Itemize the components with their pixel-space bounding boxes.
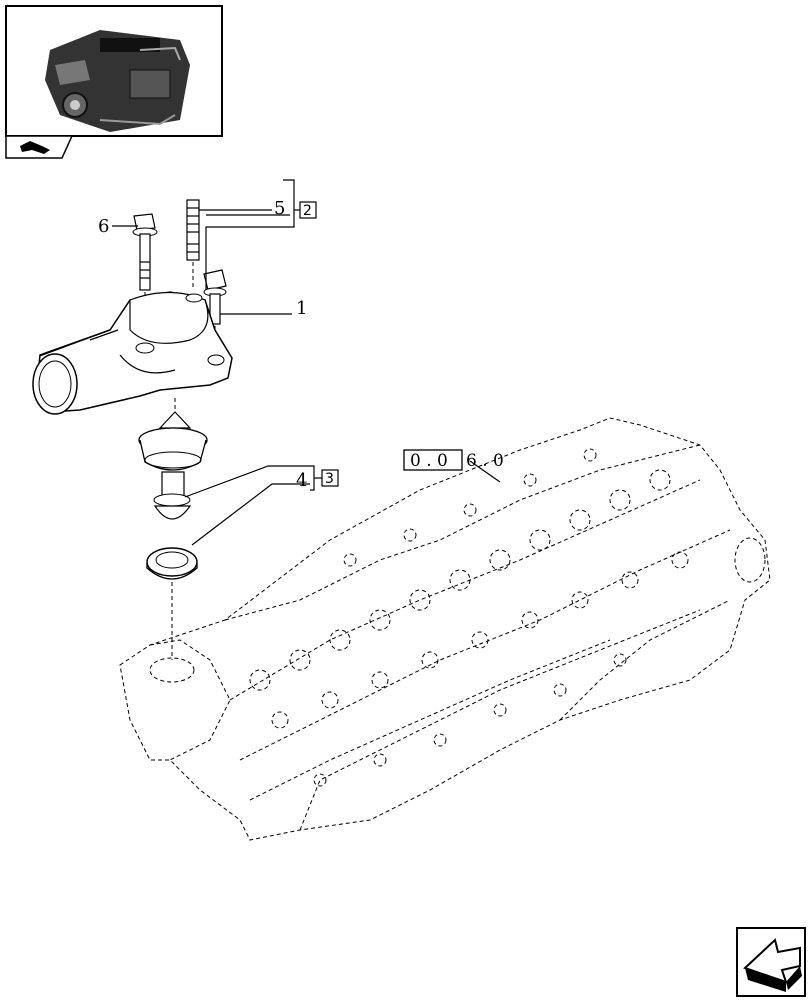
leader-lines bbox=[112, 179, 501, 546]
section-ref-rest[interactable]: 6 . 0 bbox=[466, 451, 504, 471]
ref-box-3 bbox=[321, 469, 339, 487]
section-ref-box bbox=[403, 449, 463, 471]
seal-ring-part bbox=[146, 547, 198, 660]
stud-part-5 bbox=[186, 199, 200, 290]
book-badge-icon bbox=[5, 135, 74, 159]
ref-number-2[interactable]: 2 bbox=[303, 203, 312, 219]
thermostat-housing bbox=[32, 291, 233, 415]
thermostat-part-4 bbox=[138, 398, 208, 520]
ref-box-2 bbox=[299, 201, 317, 219]
bolt-part-1 bbox=[203, 269, 227, 356]
next-page-arrow-icon[interactable] bbox=[736, 927, 806, 997]
cylinder-head-outline bbox=[119, 417, 771, 841]
ref-number-3[interactable]: 3 bbox=[325, 471, 334, 487]
callout-6[interactable]: 6 bbox=[98, 216, 109, 237]
section-ref-boxed[interactable]: 0 . 0 bbox=[410, 451, 448, 471]
callout-5[interactable]: 5 bbox=[274, 198, 285, 219]
engine-thumbnail-icon[interactable] bbox=[5, 5, 223, 137]
callout-1[interactable]: 1 bbox=[296, 298, 307, 319]
callout-4[interactable]: 4 bbox=[296, 470, 307, 491]
